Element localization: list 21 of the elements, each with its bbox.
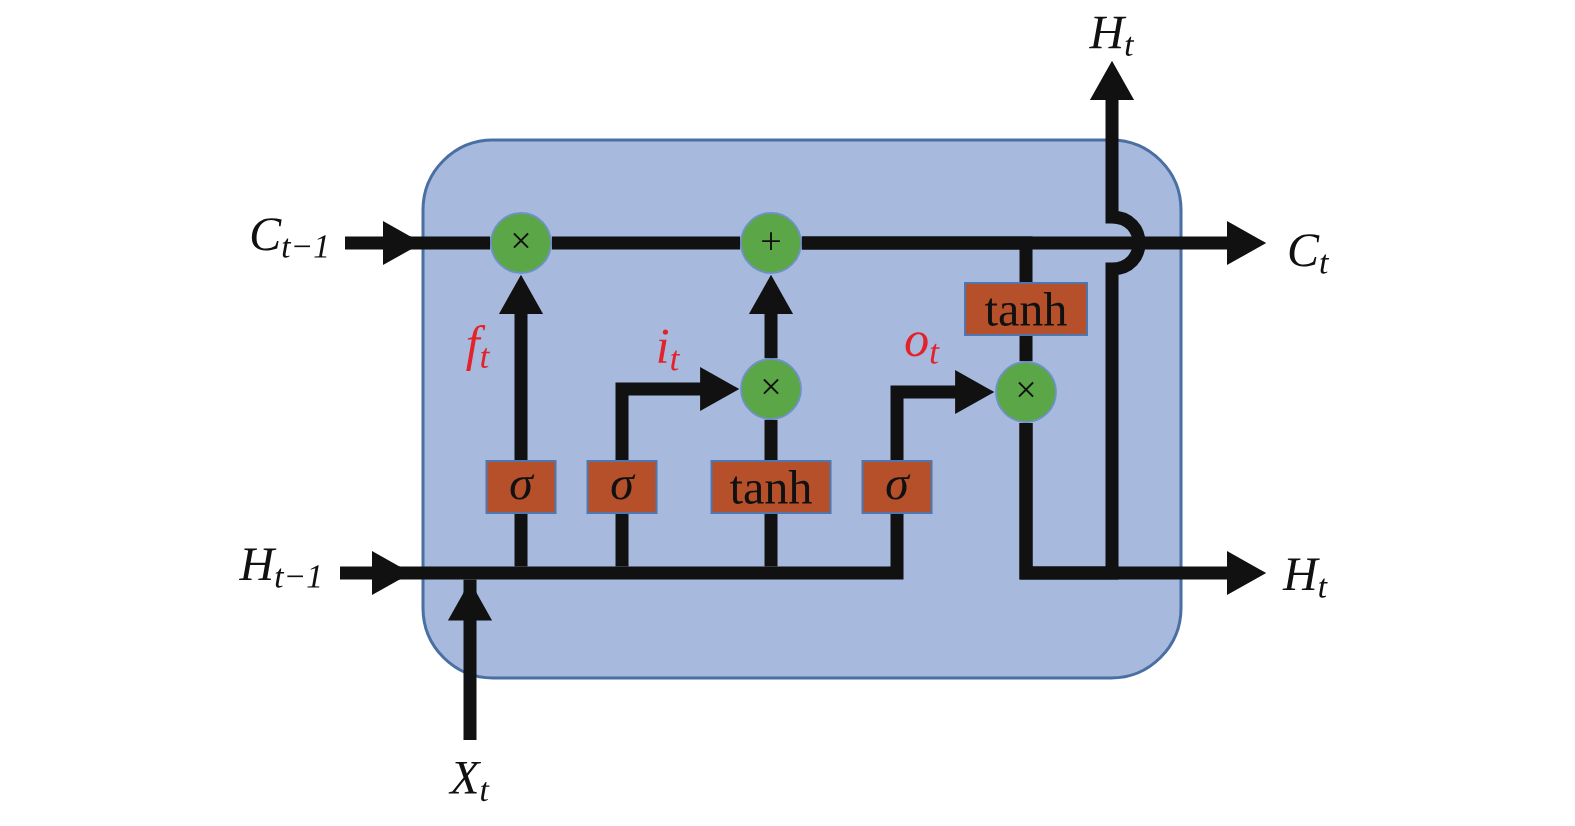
branch-line [615, 514, 629, 567]
gate-label: o$_{t}$ [905, 332, 940, 364]
sigmoid-box: σ [485, 460, 557, 514]
output-label: H$_{t}$ [1089, 16, 1135, 56]
output-label: H$_{t}$ [1282, 558, 1328, 598]
input-label: H$_{t−1}$ [239, 548, 320, 588]
tanh-box: tanh [964, 282, 1088, 336]
connector-line [764, 419, 778, 460]
sigmoid-box: σ [861, 460, 933, 514]
gate-label: f$_{t}$ [466, 325, 490, 371]
connector-line [1019, 336, 1033, 362]
sigmoid-box: σ [586, 460, 658, 514]
output-label: C$_{t}$ [1289, 234, 1330, 274]
gate-label: i$_{t}$ [658, 329, 680, 371]
branch-line [764, 514, 778, 567]
tanh-box: tanh [710, 460, 832, 514]
input-label: C$_{t−1}$ [251, 218, 327, 258]
input-label: X$_{t}$ [448, 762, 490, 802]
connector-line [801, 236, 1033, 282]
branch-line [514, 514, 528, 567]
connector-line [551, 236, 741, 250]
